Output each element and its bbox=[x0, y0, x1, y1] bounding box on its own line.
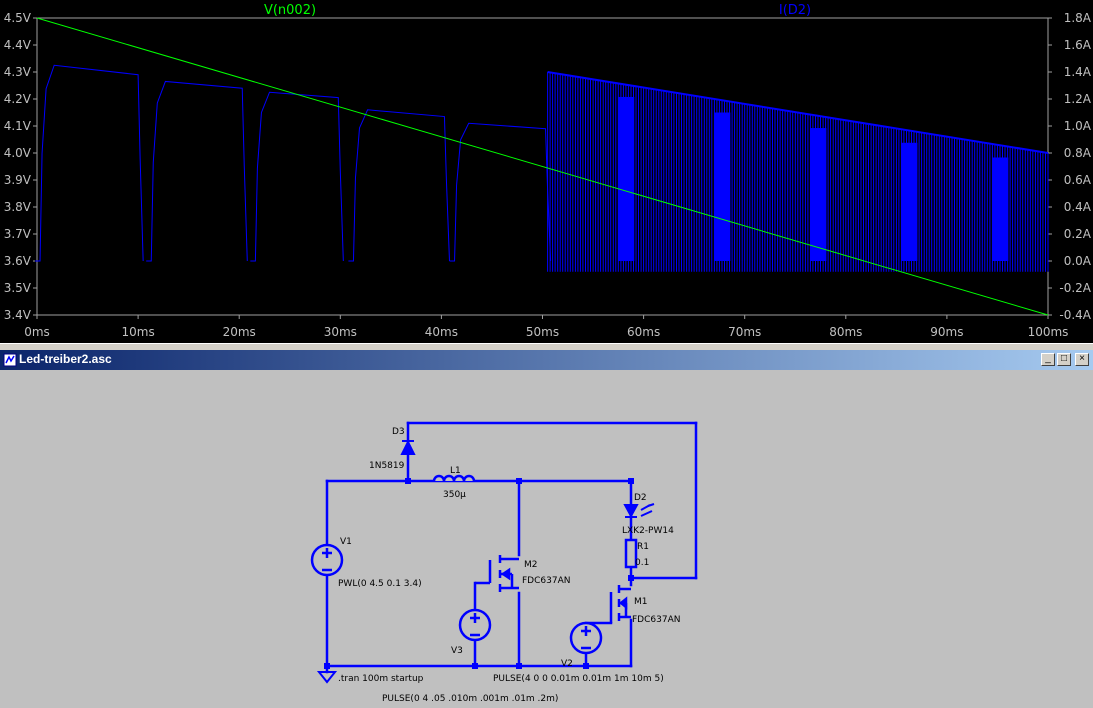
v2-ref-label: V2 bbox=[561, 659, 573, 669]
x-tick-label: 30ms bbox=[324, 325, 357, 339]
y-right-tick-label: 0.4A bbox=[1064, 200, 1092, 214]
restore-button[interactable]: □ bbox=[1057, 353, 1071, 366]
m2-value-label: FDC637AN bbox=[522, 576, 570, 586]
y-left-tick-label: 3.7V bbox=[4, 227, 32, 241]
v1-ref-label: V1 bbox=[340, 537, 352, 547]
i-d2-pulse bbox=[146, 80, 248, 262]
junction-dots bbox=[324, 478, 634, 669]
d3-diode-symbol[interactable] bbox=[400, 430, 416, 465]
y-right-tick-label: -0.2A bbox=[1059, 281, 1091, 295]
m1-ref-label: M1 bbox=[634, 597, 648, 607]
y-right-tick-label: 0.0A bbox=[1064, 254, 1092, 268]
x-tick-label: 20ms bbox=[223, 325, 256, 339]
v3-ref-label: V3 bbox=[451, 646, 463, 656]
i-d2-dip-band bbox=[618, 96, 635, 261]
v2-source-symbol[interactable] bbox=[569, 621, 603, 655]
y-right-tick-label: 1.4A bbox=[1064, 65, 1092, 79]
pane-splitter[interactable] bbox=[0, 343, 1093, 350]
schematic-app-icon bbox=[3, 353, 17, 367]
y-left-tick-label: 4.2V bbox=[4, 92, 32, 106]
ground-symbol[interactable] bbox=[316, 671, 338, 684]
r1-resistor-symbol[interactable] bbox=[624, 538, 638, 569]
y-left-tick-label: 3.8V bbox=[4, 200, 32, 214]
y-left-tick-label: 3.5V bbox=[4, 281, 32, 295]
x-tick-label: 40ms bbox=[425, 325, 458, 339]
d3-value-label: 1N5819 bbox=[369, 461, 405, 471]
y-left-tick-label: 3.9V bbox=[4, 173, 32, 187]
x-tick-label: 60ms bbox=[627, 325, 660, 339]
v1-source-symbol[interactable] bbox=[310, 543, 344, 577]
y-left-tick-label: 3.6V bbox=[4, 254, 32, 268]
v3-source-symbol[interactable] bbox=[458, 608, 492, 642]
y-right-tick-label: 1.2A bbox=[1064, 92, 1092, 106]
x-tick-label: 80ms bbox=[829, 325, 862, 339]
schematic-window-title: Led-treiber2.asc bbox=[19, 352, 112, 366]
m2-mosfet-symbol[interactable] bbox=[475, 555, 519, 592]
i-d2-dip-band bbox=[901, 142, 918, 261]
restore-icon: □ bbox=[1060, 353, 1068, 364]
y-left-tick-label: 4.0V bbox=[4, 146, 32, 160]
r1-ref-label: R1 bbox=[637, 542, 649, 552]
x-tick-label: 0ms bbox=[24, 325, 50, 339]
minimize-button[interactable]: _ bbox=[1041, 353, 1055, 366]
m2-ref-label: M2 bbox=[524, 560, 538, 570]
i-d2-dip-band bbox=[992, 157, 1009, 261]
y-right-tick-label: 1.0A bbox=[1064, 119, 1092, 133]
d2-value-label: LXK2-PW14 bbox=[622, 526, 674, 536]
m1-value-label: FDC637AN bbox=[632, 615, 680, 625]
minimize-icon: _ bbox=[1045, 353, 1051, 364]
i-d2-dip-band bbox=[810, 128, 827, 261]
schematic-window[interactable]: Led-treiber2.asc _ □ × bbox=[0, 350, 1093, 708]
x-tick-label: 50ms bbox=[526, 325, 559, 339]
y-left-tick-label: 4.1V bbox=[4, 119, 32, 133]
schematic-drawing[interactable]: D3 1N5819 L1 350µ D2 LXK2-PW14 R1 bbox=[0, 370, 1093, 708]
y-right-tick-label: 0.6A bbox=[1064, 173, 1092, 187]
v2-value-label: PULSE(4 0 0 0.01m 0.01m 1m 10m 5) bbox=[493, 674, 664, 684]
y-right-tick-label: 0.2A bbox=[1064, 227, 1092, 241]
i-d2-pulse bbox=[250, 91, 344, 262]
schematic-canvas[interactable]: D3 1N5819 L1 350µ D2 LXK2-PW14 R1 bbox=[0, 370, 1093, 708]
x-tick-label: 90ms bbox=[930, 325, 963, 339]
l1-inductor-symbol[interactable] bbox=[432, 474, 476, 482]
i-d2-envelope-top bbox=[547, 71, 1049, 154]
r1-value-label: 0.1 bbox=[635, 558, 649, 568]
v3-value-label: PULSE(0 4 .05 .010m .001m .01m .2m) bbox=[382, 694, 558, 704]
close-icon: × bbox=[1079, 353, 1085, 364]
y-left-tick-label: 4.4V bbox=[4, 38, 32, 52]
waveform-plot[interactable]: 4.5V 4.4V 4.3V 4.2V 4.1V 4.0V 3.9V 3.8V 3.7V 3.6V… bbox=[0, 0, 1093, 343]
v-n002-trace bbox=[36, 17, 1049, 316]
d2-led-symbol[interactable] bbox=[623, 503, 655, 519]
y-right-tick-label: 1.8A bbox=[1064, 11, 1092, 25]
d2-ref-label: D2 bbox=[634, 493, 647, 503]
y-right-tick-label: 0.8A bbox=[1064, 146, 1092, 160]
trace-label-i-d2[interactable]: I(D2) bbox=[779, 3, 811, 18]
x-tick-label: 100ms bbox=[1028, 325, 1069, 339]
close-button[interactable]: × bbox=[1075, 353, 1089, 366]
i-d2-pulse bbox=[34, 64, 144, 262]
i-d2-pulse bbox=[348, 109, 450, 262]
l1-ref-label: L1 bbox=[450, 466, 461, 476]
l1-value-label: 350µ bbox=[443, 490, 466, 500]
y-left-tick-label: 4.5V bbox=[4, 11, 32, 25]
y-left-tick-label: 4.3V bbox=[4, 65, 32, 79]
x-tick-label: 10ms bbox=[121, 325, 154, 339]
waveform-plot-pane[interactable]: 4.5V 4.4V 4.3V 4.2V 4.1V 4.0V 3.9V 3.8V 3.7V 3.6V… bbox=[0, 0, 1093, 343]
i-d2-dip-band bbox=[714, 112, 731, 261]
y-right-tick-label: 1.6A bbox=[1064, 38, 1092, 52]
d3-ref-label: D3 bbox=[392, 427, 405, 437]
y-right-tick-label: -0.4A bbox=[1059, 308, 1091, 322]
schematic-title-bar[interactable]: Led-treiber2.asc _ □ × bbox=[0, 350, 1093, 370]
y-left-tick-label: 3.4V bbox=[4, 308, 32, 322]
trace-label-v-n002[interactable]: V(n002) bbox=[264, 3, 316, 18]
spice-directive[interactable]: .tran 100m startup bbox=[338, 674, 424, 684]
v1-value-label: PWL(0 4.5 0.1 3.4) bbox=[338, 579, 422, 589]
x-tick-label: 70ms bbox=[728, 325, 761, 339]
m1-mosfet-symbol[interactable] bbox=[609, 585, 631, 623]
